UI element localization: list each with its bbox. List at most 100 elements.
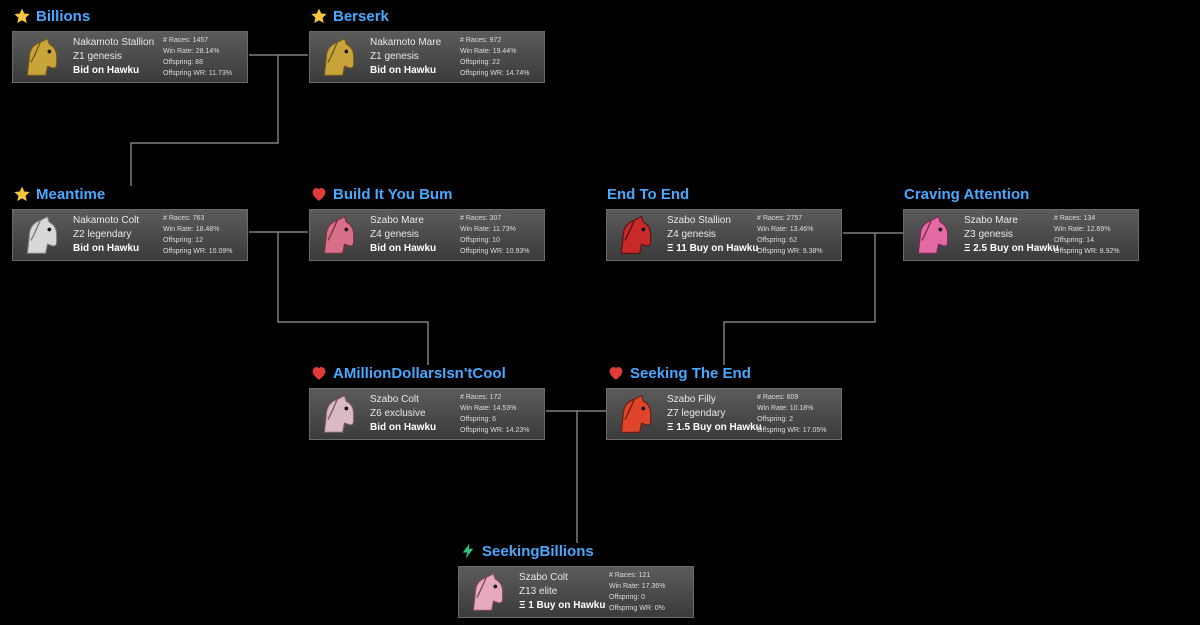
horse-card[interactable]: Szabo Colt Z13 elite Ξ 1 Buy on Hawku # … bbox=[458, 566, 694, 618]
horse-bloodline: Szabo Mare bbox=[964, 215, 1052, 227]
horse-avatar bbox=[316, 392, 362, 436]
buy-link[interactable]: Ξ 1.5 Buy on Hawku bbox=[667, 422, 755, 434]
horse-name-link[interactable]: Meantime bbox=[36, 186, 105, 203]
star-icon bbox=[13, 185, 31, 203]
heart-icon bbox=[310, 364, 328, 382]
stat-win-rate: Win Rate: 18.48% bbox=[163, 225, 233, 234]
buy-link[interactable]: Ξ 2.5 Buy on Hawku bbox=[964, 243, 1052, 255]
horse-title: SeekingBillions bbox=[458, 541, 698, 561]
stat-offspring-wr: Offspring WR: 10.93% bbox=[460, 247, 530, 256]
heart-icon bbox=[607, 364, 625, 382]
horse-stats: # Races: 2757 Win Rate: 13.46% Offspring… bbox=[757, 214, 823, 256]
buy-link[interactable]: Ξ 1 Buy on Hawku bbox=[519, 600, 607, 612]
horse-info: Szabo Stallion Z4 genesis Ξ 11 Buy on Ha… bbox=[667, 215, 755, 255]
horse-info: Szabo Mare Z3 genesis Ξ 2.5 Buy on Hawku bbox=[964, 215, 1052, 255]
stat-offspring: Offspring: 2 bbox=[757, 415, 827, 424]
horse-zed: Z1 genesis bbox=[370, 51, 458, 63]
horse-card[interactable]: Szabo Mare Z4 genesis Bid on Hawku # Rac… bbox=[309, 209, 545, 261]
horse-name-link[interactable]: Berserk bbox=[333, 8, 389, 25]
horse-info: Szabo Mare Z4 genesis Bid on Hawku bbox=[370, 215, 458, 255]
stat-win-rate: Win Rate: 19.44% bbox=[460, 47, 530, 56]
horse-title: Seeking The End bbox=[606, 363, 846, 383]
horse-name-link[interactable]: Billions bbox=[36, 8, 90, 25]
stat-win-rate: Win Rate: 11.73% bbox=[460, 225, 530, 234]
stat-races: # Races: 1457 bbox=[163, 36, 232, 45]
horse-bloodline: Szabo Colt bbox=[519, 572, 607, 584]
horse-name-link[interactable]: Craving Attention bbox=[904, 186, 1029, 203]
buy-link[interactable]: Bid on Hawku bbox=[73, 243, 161, 255]
stat-win-rate: Win Rate: 17.36% bbox=[609, 582, 665, 591]
horse-stats: # Races: 172 Win Rate: 14.53% Offspring:… bbox=[460, 393, 530, 435]
stat-races: # Races: 2757 bbox=[757, 214, 823, 223]
horse-name-link[interactable]: Seeking The End bbox=[630, 365, 751, 382]
horse-card[interactable]: Nakamoto Colt Z2 legendary Bid on Hawku … bbox=[12, 209, 248, 261]
stat-offspring: Offspring: 10 bbox=[460, 236, 530, 245]
horse-node-end-to-end: End To End Szabo Stallion Z4 genesis Ξ 1… bbox=[606, 184, 846, 261]
horse-node-meantime: Meantime Nakamoto Colt Z2 legendary Bid … bbox=[12, 184, 252, 261]
horse-stats: # Races: 307 Win Rate: 11.73% Offspring:… bbox=[460, 214, 530, 256]
horse-stats: # Races: 134 Win Rate: 12.69% Offspring:… bbox=[1054, 214, 1120, 256]
horse-name-link[interactable]: Build It You Bum bbox=[333, 186, 452, 203]
horse-title: Build It You Bum bbox=[309, 184, 549, 204]
horse-zed: Z1 genesis bbox=[73, 51, 161, 63]
stat-races: # Races: 609 bbox=[757, 393, 827, 402]
horse-card[interactable]: Szabo Colt Z6 exclusive Bid on Hawku # R… bbox=[309, 388, 545, 440]
stat-races: # Races: 134 bbox=[1054, 214, 1120, 223]
stat-races: # Races: 763 bbox=[163, 214, 233, 223]
horse-avatar bbox=[910, 213, 956, 257]
horse-bloodline: Nakamoto Mare bbox=[370, 37, 458, 49]
buy-link[interactable]: Bid on Hawku bbox=[370, 422, 458, 434]
horse-node-amilliondollars: AMillionDollarsIsn'tCool Szabo Colt Z6 e… bbox=[309, 363, 549, 440]
horse-bloodline: Nakamoto Colt bbox=[73, 215, 161, 227]
buy-link[interactable]: Bid on Hawku bbox=[370, 65, 458, 77]
horse-bloodline: Szabo Colt bbox=[370, 394, 458, 406]
horse-zed: Z13 elite bbox=[519, 586, 607, 598]
heart-icon bbox=[310, 185, 328, 203]
stat-win-rate: Win Rate: 13.46% bbox=[757, 225, 823, 234]
stat-offspring-wr: Offspring WR: 14.23% bbox=[460, 426, 530, 435]
horse-card[interactable]: Szabo Filly Z7 legendary Ξ 1.5 Buy on Ha… bbox=[606, 388, 842, 440]
horse-name-link[interactable]: AMillionDollarsIsn'tCool bbox=[333, 365, 506, 382]
horse-info: Szabo Filly Z7 legendary Ξ 1.5 Buy on Ha… bbox=[667, 394, 755, 434]
horse-card[interactable]: Nakamoto Mare Z1 genesis Bid on Hawku # … bbox=[309, 31, 545, 83]
horse-name-link[interactable]: End To End bbox=[607, 186, 689, 203]
stat-offspring-wr: Offspring WR: 8.92% bbox=[1054, 247, 1120, 256]
stat-offspring-wr: Offspring WR: 0% bbox=[609, 604, 665, 613]
stat-races: # Races: 972 bbox=[460, 36, 530, 45]
horse-stats: # Races: 763 Win Rate: 18.48% Offspring:… bbox=[163, 214, 233, 256]
horse-stats: # Races: 121 Win Rate: 17.36% Offspring:… bbox=[609, 571, 665, 613]
horse-zed: Z6 exclusive bbox=[370, 408, 458, 420]
stat-races: # Races: 307 bbox=[460, 214, 530, 223]
horse-card[interactable]: Nakamoto Stallion Z1 genesis Bid on Hawk… bbox=[12, 31, 248, 83]
horse-avatar bbox=[613, 213, 659, 257]
stat-win-rate: Win Rate: 12.69% bbox=[1054, 225, 1120, 234]
horse-name-link[interactable]: SeekingBillions bbox=[482, 543, 594, 560]
buy-link[interactable]: Bid on Hawku bbox=[73, 65, 161, 77]
buy-link[interactable]: Ξ 11 Buy on Hawku bbox=[667, 243, 755, 255]
horse-card[interactable]: Szabo Mare Z3 genesis Ξ 2.5 Buy on Hawku… bbox=[903, 209, 1139, 261]
horse-title: Craving Attention bbox=[903, 184, 1143, 204]
horse-title: Billions bbox=[12, 6, 252, 26]
buy-link[interactable]: Bid on Hawku bbox=[370, 243, 458, 255]
horse-zed: Z4 genesis bbox=[667, 229, 755, 241]
horse-avatar bbox=[19, 213, 65, 257]
horse-zed: Z7 legendary bbox=[667, 408, 755, 420]
horse-card[interactable]: Szabo Stallion Z4 genesis Ξ 11 Buy on Ha… bbox=[606, 209, 842, 261]
horse-title: AMillionDollarsIsn'tCool bbox=[309, 363, 549, 383]
stat-win-rate: Win Rate: 28.14% bbox=[163, 47, 232, 56]
horse-avatar bbox=[465, 570, 511, 614]
stat-win-rate: Win Rate: 10.18% bbox=[757, 404, 827, 413]
horse-stats: # Races: 609 Win Rate: 10.18% Offspring:… bbox=[757, 393, 827, 435]
horse-node-billions: Billions Nakamoto Stallion Z1 genesis Bi… bbox=[12, 6, 252, 83]
stat-offspring-wr: Offspring WR: 17.05% bbox=[757, 426, 827, 435]
horse-node-seeking-the-end: Seeking The End Szabo Filly Z7 legendary… bbox=[606, 363, 846, 440]
stat-offspring: Offspring: 14 bbox=[1054, 236, 1120, 245]
stat-offspring: Offspring: 6 bbox=[460, 415, 530, 424]
horse-avatar bbox=[316, 35, 362, 79]
stat-win-rate: Win Rate: 14.53% bbox=[460, 404, 530, 413]
horse-bloodline: Szabo Filly bbox=[667, 394, 755, 406]
stat-offspring-wr: Offspring WR: 9.38% bbox=[757, 247, 823, 256]
horse-info: Nakamoto Mare Z1 genesis Bid on Hawku bbox=[370, 37, 458, 77]
